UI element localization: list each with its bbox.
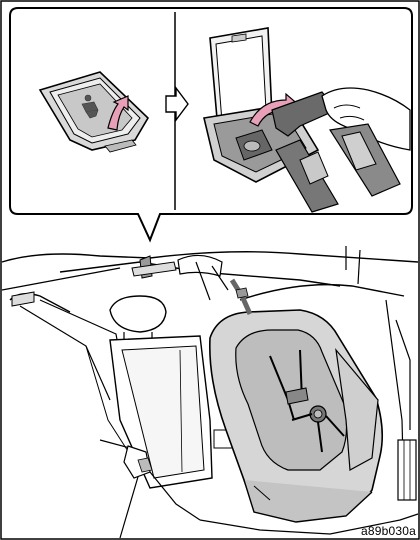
figure-code: a89b030a (361, 524, 416, 538)
